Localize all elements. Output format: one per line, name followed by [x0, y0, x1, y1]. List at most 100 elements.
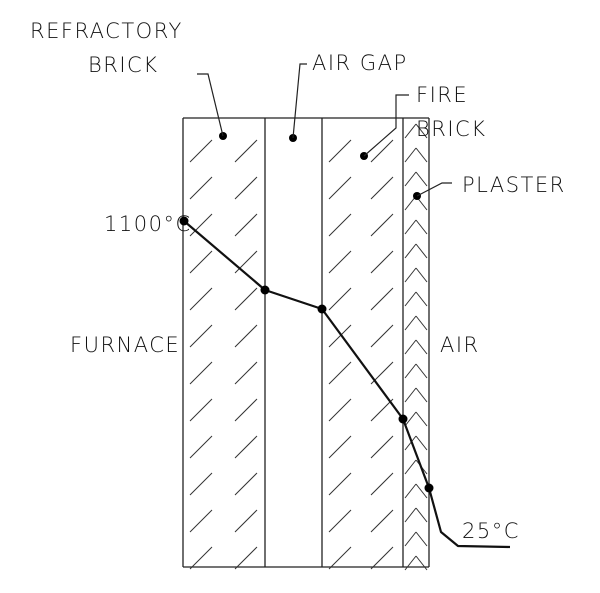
hatch-stroke: [328, 472, 352, 496]
hatch-stroke: [370, 509, 394, 533]
chevron-stroke: [404, 339, 417, 355]
chevron-stroke: [415, 243, 428, 259]
temperature-profile-line: [183, 220, 511, 549]
hatch-stroke: [189, 546, 213, 570]
hatch-stroke: [234, 546, 258, 570]
hatch-stroke: [234, 435, 258, 459]
chevron-stroke: [415, 411, 428, 427]
hatch-stroke: [234, 176, 258, 200]
furnace-label: FURNACE: [70, 333, 180, 357]
refractory-label-line2: BRICK: [88, 53, 158, 77]
hatch-stroke: [189, 472, 213, 496]
hatch-stroke: [189, 176, 213, 200]
hatch-stroke: [328, 287, 352, 311]
hatch-stroke: [370, 287, 394, 311]
hatch-stroke: [189, 398, 213, 422]
temp-point-plaster-air: [424, 483, 434, 493]
hatch-stroke: [370, 213, 394, 237]
chevron-stroke: [404, 507, 417, 523]
hatch-stroke: [234, 250, 258, 274]
hatch-stroke: [370, 546, 394, 570]
chevron-stroke: [404, 555, 417, 571]
hatch-stroke: [234, 324, 258, 348]
chevron-stroke: [404, 147, 417, 163]
chevron-stroke: [404, 315, 417, 331]
hatch-stroke: [189, 287, 213, 311]
inside-temperature-label: 1100°C: [104, 212, 192, 236]
hatch-stroke: [234, 509, 258, 533]
chevron-stroke: [415, 267, 428, 283]
temp-point-firebrick-plaster: [398, 414, 408, 424]
temp-point-furnace-face: [179, 216, 189, 226]
hatch-stroke: [234, 139, 258, 163]
chevron-stroke: [415, 315, 428, 331]
refractory-label-line1: REFRACTORY: [30, 19, 183, 43]
chevron-stroke: [415, 123, 428, 139]
refractory-leader-line: [197, 73, 224, 137]
plaster-leader-line: [416, 182, 452, 197]
fire-brick-label-line2: BRICK: [416, 117, 486, 141]
chevron-stroke: [404, 291, 417, 307]
hatch-stroke: [328, 509, 352, 533]
chevron-stroke: [404, 243, 417, 259]
hatch-stroke: [370, 250, 394, 274]
hatch-stroke: [328, 546, 352, 570]
chevron-stroke: [415, 363, 428, 379]
hatch-stroke: [189, 250, 213, 274]
chevron-stroke: [415, 507, 428, 523]
chevron-stroke: [404, 219, 417, 235]
chevron-stroke: [404, 363, 417, 379]
chevron-stroke: [415, 291, 428, 307]
chevron-stroke: [415, 555, 428, 571]
hatch-stroke: [370, 472, 394, 496]
chevron-stroke: [415, 147, 428, 163]
hatch-stroke: [328, 398, 352, 422]
hatch-stroke: [370, 324, 394, 348]
outside-temperature-label: 25°C: [462, 519, 520, 543]
hatch-stroke: [328, 176, 352, 200]
hatch-stroke: [189, 213, 213, 237]
chevron-stroke: [404, 531, 417, 547]
chevron-stroke: [415, 435, 428, 451]
hatch-stroke: [189, 361, 213, 385]
hatch-stroke: [328, 324, 352, 348]
chevron-stroke: [415, 387, 428, 403]
hatch-stroke: [370, 398, 394, 422]
hatch-stroke: [328, 435, 352, 459]
hatch-stroke: [234, 398, 258, 422]
firebrick-leader-line: [363, 94, 409, 157]
chevron-stroke: [415, 483, 428, 499]
hatch-stroke: [189, 139, 213, 163]
chevron-stroke: [415, 531, 428, 547]
refractory-brick-hatching: [189, 139, 258, 570]
hatch-stroke: [370, 176, 394, 200]
chevron-stroke: [415, 219, 428, 235]
chevron-stroke: [404, 171, 417, 187]
hatch-stroke: [189, 435, 213, 459]
chevron-stroke: [404, 483, 417, 499]
fire-brick-label-line1: FIRE: [416, 83, 468, 107]
air-gap-label: AIR GAP: [312, 51, 408, 75]
hatch-stroke: [328, 250, 352, 274]
hatch-stroke: [328, 361, 352, 385]
hatch-stroke: [234, 361, 258, 385]
hatch-stroke: [234, 213, 258, 237]
chevron-stroke: [404, 435, 417, 451]
chevron-stroke: [404, 123, 417, 139]
hatch-stroke: [234, 287, 258, 311]
airgap-leader-line: [292, 63, 307, 139]
hatch-stroke: [370, 139, 394, 163]
fire-brick-hatching: [328, 139, 394, 570]
plaster-chevron-hatching: [404, 123, 428, 571]
hatch-stroke: [328, 213, 352, 237]
plaster-label: PLASTER: [462, 173, 566, 197]
chevron-stroke: [404, 411, 417, 427]
chevron-stroke: [404, 267, 417, 283]
hatch-stroke: [370, 435, 394, 459]
chevron-stroke: [415, 171, 428, 187]
wall-outline: [182, 117, 430, 568]
chevron-stroke: [404, 459, 417, 475]
air-label: AIR: [440, 333, 480, 357]
chevron-stroke: [404, 387, 417, 403]
